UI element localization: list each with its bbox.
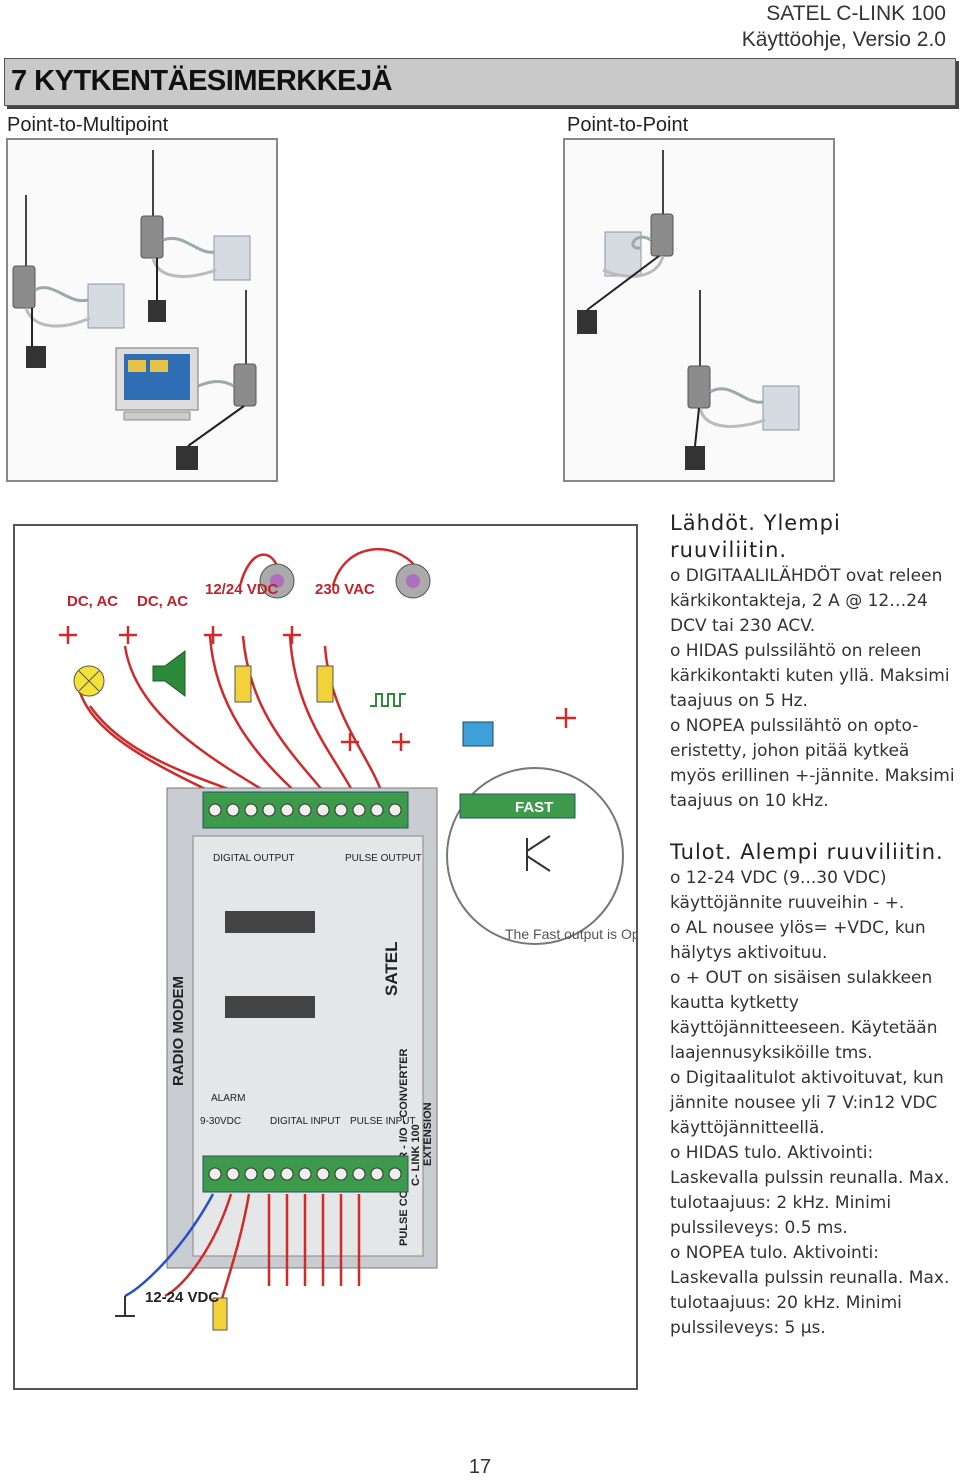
inputs-item-3: o + OUT on sisäisen sulakkeen kautta kyt… [670, 968, 938, 1063]
inputs-item-4: o Digitaalitulot aktivoituvat, kun jänni… [670, 1068, 944, 1138]
label-pulse-output: PULSE OUTPUT [345, 853, 422, 864]
label-alarm: ALARM [211, 1093, 245, 1104]
label-dc-ac-2: DC, AC [137, 593, 188, 610]
label-model: C- LINK 100 [410, 1124, 422, 1186]
label-radio-modem: RADIO MODEM [170, 976, 187, 1086]
label-fast-terminal: FAST [515, 799, 553, 816]
inputs-item-6: o NOPEA tulo. Aktivointi: Laskevalla pul… [670, 1243, 950, 1338]
label-digital-output: DIGITAL OUTPUT [213, 853, 295, 864]
outputs-item-2: o HIDAS pulssilähtö on releen kärkikonta… [670, 641, 950, 711]
multipoint-illustration [12, 150, 257, 470]
label-dc-ac-1: DC, AC [67, 593, 118, 610]
header-line-2: Käyttöohje, Versio 2.0 [741, 28, 946, 51]
label-1224-vdc-top: 12/24 VDC [205, 581, 279, 598]
label-230-vac: 230 VAC [315, 581, 375, 598]
label-extension: EXTENSION [422, 1102, 434, 1166]
label-1224-vdc-bottom: 12-24 VDC [145, 1289, 219, 1306]
label-opto-note: The Fast output is Opto-isolated [505, 926, 636, 942]
label-pulse-input: PULSE INPUT [350, 1116, 416, 1127]
inputs-item-5: o HIDAS tulo. Aktivointi: Laskevalla pul… [670, 1143, 950, 1238]
inputs-section: Tulot. Alempi ruuviliitin. o 12-24 VDC (… [670, 839, 960, 1341]
chapter-bar: 7 KYTKENTÄESIMERKKEJÄ [4, 58, 956, 106]
label-converter: PULSE COUNTER - I/O - CONVERTER [398, 1049, 410, 1246]
outputs-title: Lähdöt. Ylempi ruuviliitin. [670, 511, 841, 562]
inputs-item-2: o AL nousee ylös= +VDC, kun hälytys akti… [670, 918, 926, 963]
outputs-item-1: o DIGITAALILÄHDÖT ovat releen kärkikonta… [670, 566, 943, 636]
wiring-diagram-svg: DC, AC DC, AC 12/24 VDC 230 VAC DIGITAL … [59, 547, 704, 1331]
chapter-title: 7 KYTKENTÄESIMERKKEJÄ [11, 65, 393, 97]
page-number: 17 [468, 1456, 492, 1478]
outputs-item-3: o NOPEA pulssilähtö on opto-eristetty, j… [670, 716, 955, 811]
outputs-section: Lähdöt. Ylempi ruuviliitin. o DIGITAALIL… [670, 510, 960, 814]
inputs-title: Tulot. Alempi ruuviliitin. [670, 840, 944, 864]
point-to-point-figure [563, 138, 835, 482]
header-line-1: SATEL C-LINK 100 [766, 2, 946, 25]
label-digital-input: DIGITAL INPUT [270, 1116, 341, 1127]
left-subtitle: Point-to-Multipoint [7, 114, 169, 136]
point-to-multipoint-figure [6, 138, 278, 482]
point-to-point-illustration [577, 150, 800, 470]
label-brand: SATEL [382, 942, 401, 996]
inputs-item-1: o 12-24 VDC (9...30 VDC) käyttöjännite r… [670, 868, 905, 913]
label-power: 9-30VDC [200, 1116, 241, 1127]
right-subtitle: Point-to-Point [567, 114, 689, 136]
wiring-diagram: DC, AC DC, AC 12/24 VDC 230 VAC DIGITAL … [13, 524, 704, 1390]
